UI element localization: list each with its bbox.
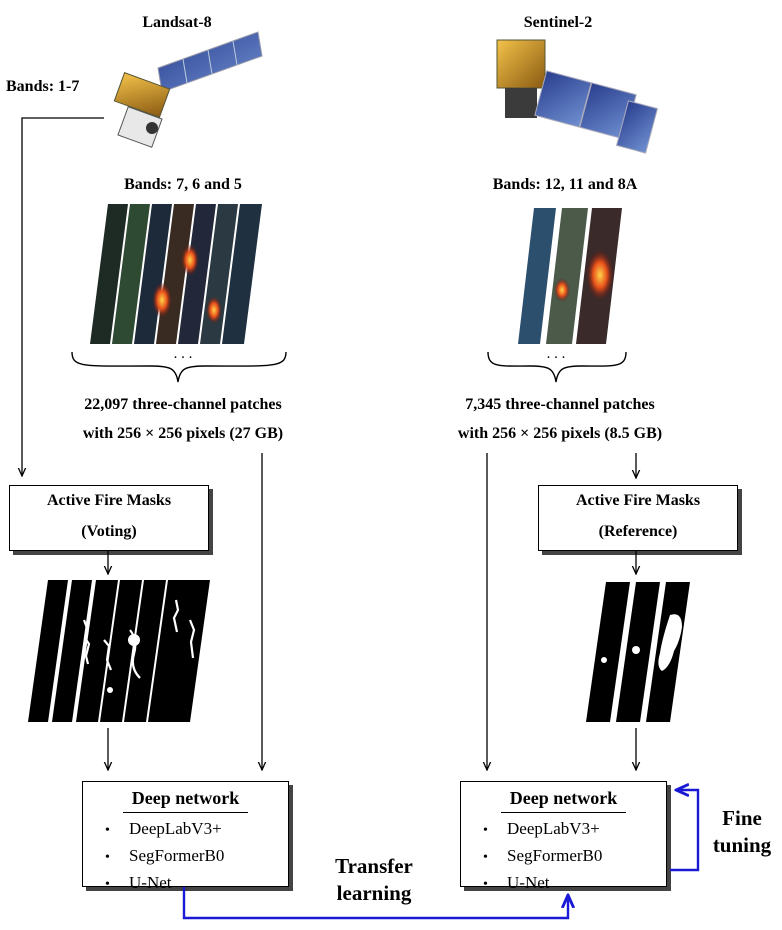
landsat-patch-size: with 256 × 256 pixels (27 GB) (82, 425, 284, 442)
fine-tuning-label-2: tuning (712, 833, 772, 857)
transfer-learning-label-2: learning (336, 881, 412, 905)
sentinel-ellipsis: . . . (546, 346, 566, 362)
landsat-patch-count: 22,097 three-channel patches (84, 396, 282, 413)
landsat-brace (71, 351, 287, 383)
sentinel-mask-method: (Reference) (598, 523, 678, 540)
sentinel-bands-label: Bands: 12, 11 and 8A (492, 176, 638, 193)
sentinel-patch-count: 7,345 three-channel patches (465, 396, 655, 413)
transfer-learning-label-1: Transfer (335, 854, 413, 878)
landsat-mask-method: (Voting) (81, 523, 137, 540)
landsat-satellite-icon (113, 31, 263, 148)
landsat-title: Landsat-8 (142, 14, 212, 31)
landsat-model-list: •DeepLabV3+ •SegFormerB0 •U-Net (105, 816, 224, 897)
landsat-bands-arrow (22, 117, 104, 476)
landsat-side-bands-label: Bands: 1-7 (6, 78, 80, 95)
landsat-mask-stack (28, 580, 210, 722)
sentinel-mask-title: Active Fire Masks (575, 492, 701, 509)
list-item: •U-Net (105, 873, 172, 892)
sentinel-mask-stack (586, 582, 690, 722)
list-item: •DeepLabV3+ (105, 819, 222, 838)
sentinel-network-box: Deep network •DeepLabV3+ •SegFormerB0 •U… (460, 781, 667, 892)
transfer-learning-arrow (182, 887, 568, 920)
sentinel-image-stack (518, 208, 622, 344)
sentinel-network-title: Deep network (509, 788, 618, 808)
fine-tuning-arrow (670, 790, 700, 872)
list-item: •SegFormerB0 (483, 846, 603, 865)
list-item: •U-Net (483, 873, 550, 892)
landsat-bands-label: Bands: 7, 6 and 5 (124, 176, 242, 193)
sentinel-satellite-icon (496, 39, 659, 154)
list-item: •SegFormerB0 (105, 846, 225, 865)
list-item: •DeepLabV3+ (483, 819, 600, 838)
sentinel-brace (487, 351, 627, 383)
sentinel-network-divider (501, 812, 626, 813)
landsat-ellipsis: . . . (173, 346, 193, 362)
landsat-image-stack (90, 204, 262, 344)
landsat-mask-box: Active Fire Masks (Voting) (9, 485, 209, 551)
landsat-mask-title: Active Fire Masks (46, 492, 172, 509)
landsat-network-box: Deep network •DeepLabV3+ •SegFormerB0 •U… (82, 781, 289, 892)
landsat-network-title: Deep network (131, 788, 240, 808)
sentinel-mask-box: Active Fire Masks (Reference) (538, 485, 738, 551)
fine-tuning-label-1: Fine (722, 806, 762, 830)
sentinel-title: Sentinel-2 (523, 14, 593, 31)
sentinel-model-list: •DeepLabV3+ •SegFormerB0 •U-Net (483, 816, 602, 897)
landsat-network-divider (123, 812, 248, 813)
sentinel-patch-size: with 256 × 256 pixels (8.5 GB) (457, 425, 663, 442)
